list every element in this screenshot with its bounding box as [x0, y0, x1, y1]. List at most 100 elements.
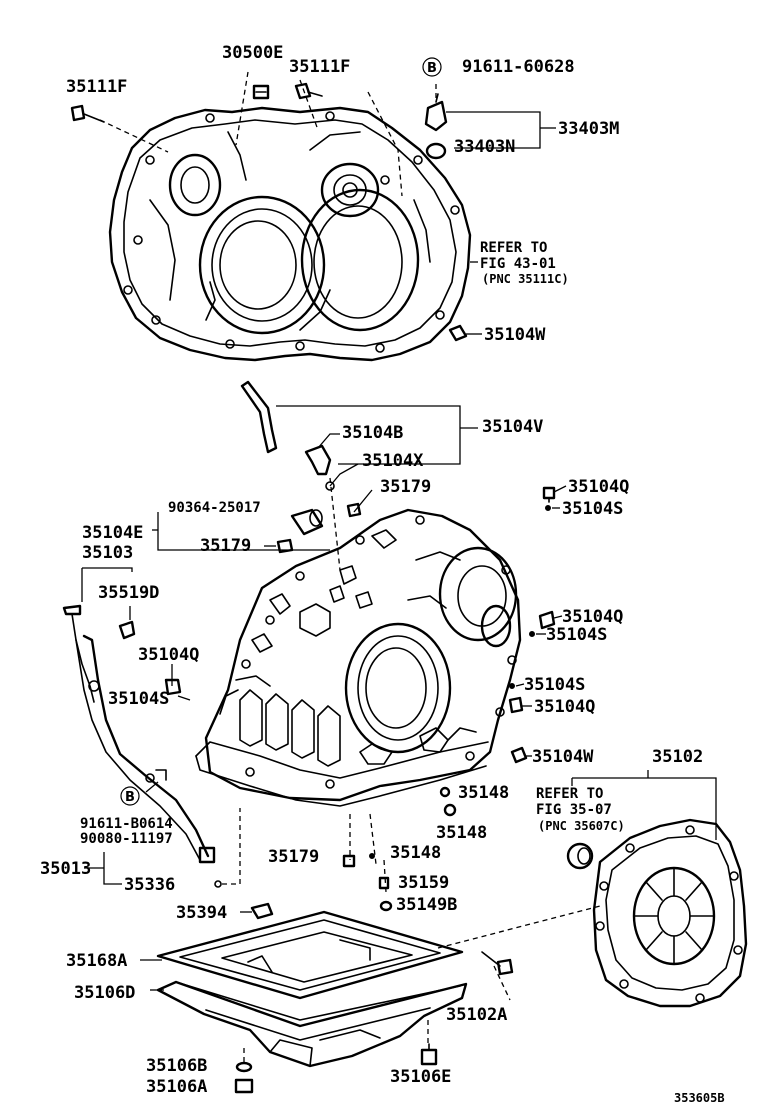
label-35104x: 35104X	[362, 451, 424, 471]
bolt-35102a-icon	[481, 951, 514, 976]
plug-35148-c-icon	[369, 853, 375, 859]
gasket-35149b-icon	[379, 900, 393, 912]
side-cover-35102-drawing	[592, 818, 748, 1008]
plug-35179-bottom-icon	[342, 854, 356, 868]
label-35104w-right: 35104W	[532, 747, 594, 767]
bolt-35111f-top-icon	[294, 82, 323, 100]
label-35104b: 35104B	[342, 423, 403, 443]
label-35106b: 35106B	[146, 1056, 207, 1076]
label-91611-60628: 91611-60628	[462, 57, 575, 77]
label-35104q-right1: 35104Q	[562, 607, 623, 627]
label-91611-b0614: 91611-B0614	[80, 816, 173, 832]
clamp-35519d-icon	[118, 620, 136, 640]
label-35104e: 35104E	[82, 523, 143, 543]
label-35104v: 35104V	[482, 417, 543, 437]
bolt-35104q-right1-icon	[538, 610, 556, 630]
oil-pan-gasket-35168a-drawing	[156, 910, 464, 1000]
label-35013: 35013	[40, 859, 91, 879]
label-90364-25017: 90364-25017	[168, 500, 261, 516]
bolt-35106e-icon	[420, 1043, 438, 1066]
leader-35104q-top	[553, 485, 567, 493]
label-35102a: 35102A	[446, 1005, 507, 1025]
label-35104s-top: 35104S	[562, 499, 623, 519]
label-30500e: 30500E	[222, 43, 283, 63]
leader-35104q-right1	[553, 615, 563, 619]
label-35106a: 35106A	[146, 1077, 207, 1097]
bolt-35104q-top-icon	[542, 486, 556, 500]
bolt-35104q-right2-icon	[508, 696, 524, 714]
middle-leader-lines	[276, 405, 478, 571]
label-35179-top: 35179	[380, 477, 431, 497]
fitting-33403m-icon	[424, 93, 448, 132]
label-35111f-top: 35111F	[289, 57, 350, 77]
left-bracket-lines	[152, 512, 330, 551]
union-35104b-icon	[304, 444, 332, 476]
seal-35607c-icon	[566, 842, 594, 870]
label-35179-left: 35179	[200, 536, 251, 556]
plug-35104w-top-icon	[448, 324, 468, 342]
plug-35148-b-icon	[443, 803, 457, 817]
dipstick-35103-icon	[62, 604, 95, 703]
refer-fig-43-01-line1: REFER TO	[480, 240, 547, 256]
plug-35106a-icon	[234, 1078, 254, 1094]
bolt-35104q-left-icon	[164, 678, 182, 696]
transmission-housing-drawing	[108, 106, 472, 362]
bolt-30500e-icon	[252, 84, 270, 100]
leader-35104s-right2	[515, 683, 525, 687]
sleeve-90364-25017-icon	[290, 508, 324, 536]
label-35394: 35394	[176, 903, 227, 923]
washer-35104s-top-icon	[545, 505, 551, 511]
plug-35104w-right-icon	[510, 746, 528, 764]
transaxle-case-drawing	[195, 508, 522, 807]
plug-35148-a-icon	[439, 786, 451, 798]
refer-fig-43-01-line2: FIG 43-01	[480, 256, 556, 272]
label-35104s-right1: 35104S	[546, 625, 607, 645]
circle-b-icon: B	[422, 57, 442, 77]
label-35104w-top: 35104W	[484, 325, 546, 345]
label-35336: 35336	[124, 875, 175, 895]
label-35148-a: 35148	[458, 783, 509, 803]
label-33403m: 33403M	[558, 119, 619, 139]
label-35104q-right2: 35104Q	[534, 697, 595, 717]
refer-fig-35-07-line1: REFER TO	[536, 786, 603, 802]
label-35148-b: 35148	[436, 823, 487, 843]
label-35111f-left: 35111F	[66, 77, 127, 97]
oring-35336-icon	[214, 880, 222, 888]
pan-leader-lines	[140, 959, 511, 1064]
label-35103: 35103	[82, 543, 133, 563]
dipstick-tube-35013-icon	[75, 634, 216, 864]
circle-b-lower-letter: B	[125, 790, 135, 805]
drain-35159-icon	[378, 876, 390, 890]
label-35159: 35159	[398, 873, 449, 893]
refer-fig-35-07-line2: FIG 35-07	[536, 802, 612, 818]
label-90080-11197: 90080-11197	[80, 831, 173, 847]
washer-35104s-right1-icon	[529, 631, 535, 637]
left-lower-leader-lines	[84, 808, 387, 893]
label-35104q-top: 35104Q	[568, 477, 629, 497]
washer-35104s-right2-icon	[509, 683, 515, 689]
bolt-35111f-left-icon	[70, 104, 105, 123]
refer-fig-43-01-line3: (PNC 35111C)	[482, 272, 569, 286]
label-35106e: 35106E	[390, 1067, 451, 1087]
label-35104s-right2: 35104S	[524, 675, 585, 695]
plug-33403n-icon	[425, 142, 447, 160]
refer-fig-35-07-line3: (PNC 35607C)	[538, 819, 625, 833]
gasket-35106b-icon	[235, 1061, 253, 1073]
label-33403n: 33403N	[454, 137, 515, 157]
figure-code-label: 353605B	[674, 1091, 725, 1105]
oil-pipe-35104v-icon	[240, 380, 278, 454]
left-mid-leader-lines	[81, 567, 191, 793]
plug-35179-top-icon	[346, 502, 362, 518]
magnet-35394-icon	[250, 902, 274, 920]
label-35148-c: 35148	[390, 843, 441, 863]
label-35519d: 35519D	[98, 583, 159, 603]
label-35104q-left: 35104Q	[138, 645, 199, 665]
right-leader-lines	[437, 770, 717, 949]
label-35168a: 35168A	[66, 951, 127, 971]
circle-b-lower-icon: B	[120, 786, 140, 806]
label-35149b: 35149B	[396, 895, 457, 915]
oil-pan-35106d-drawing	[156, 980, 468, 1068]
label-35179-bottom: 35179	[268, 847, 319, 867]
label-35102: 35102	[652, 747, 703, 767]
